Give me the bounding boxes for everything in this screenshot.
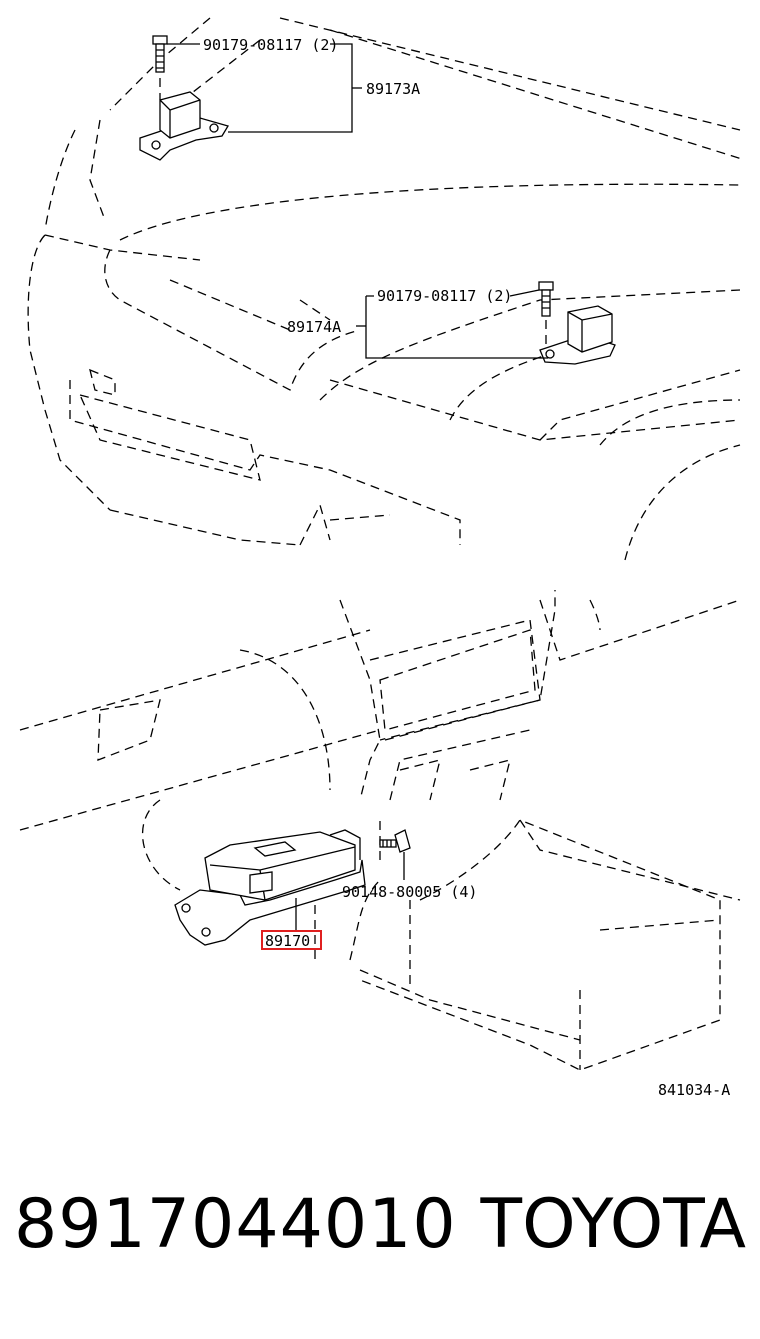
leader-bolt-mid <box>509 289 540 297</box>
vehicle-interior-outline <box>19 590 741 1071</box>
part-number: 8917044010 <box>14 1185 457 1264</box>
label-sensor-mid: 89174A <box>287 318 341 336</box>
bolt-top[interactable] <box>152 35 168 73</box>
front-airbag-sensor-mid[interactable] <box>539 305 616 365</box>
vehicle-front-outline <box>27 17 746 561</box>
airbag-ecu-assembly[interactable] <box>174 829 366 946</box>
label-sensor-top: 89173A <box>366 80 420 98</box>
screw-bottom[interactable] <box>379 829 411 853</box>
label-ecu: 89170 <box>265 932 310 950</box>
ecu-highlight-box <box>261 930 322 950</box>
diagram-reference: 841034-A <box>658 1081 730 1099</box>
bolt-mid[interactable] <box>538 281 554 317</box>
leader-bracket-top <box>228 43 353 133</box>
brand-name: TOYOTA <box>480 1185 746 1264</box>
label-bolt-top: 90179-08117 (2) <box>203 36 338 54</box>
footer-caption: 8917044010 TOYOTA <box>0 1185 760 1275</box>
label-screw-bottom: 90148-80005 (4) <box>342 883 477 901</box>
label-bolt-mid: 90179-08117 (2) <box>377 287 512 305</box>
leader-bracket-mid <box>365 295 548 359</box>
front-airbag-sensor-top[interactable] <box>139 91 229 161</box>
